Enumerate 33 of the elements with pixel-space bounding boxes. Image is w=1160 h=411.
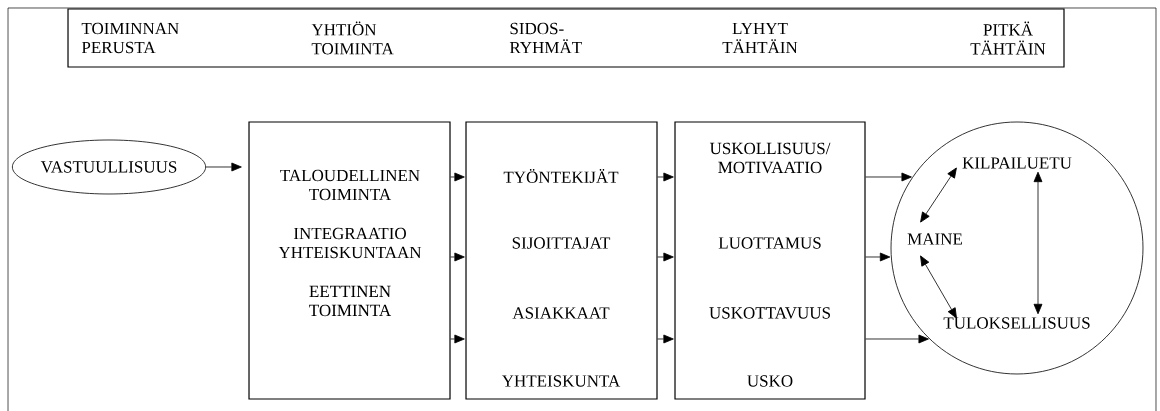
- box-label: USKOTTAVUUS: [709, 307, 830, 319]
- box-label: TYÖNTEKIJÄT: [503, 169, 619, 183]
- arrow: [865, 172, 912, 182]
- outcome-label: TULOKSELLISUUS: [943, 317, 1090, 329]
- box-label: ASIAKKAAT: [512, 307, 610, 319]
- arrow: [1033, 171, 1043, 315]
- box-label: LUOTTAMUS: [718, 237, 821, 249]
- box-label: LYHYT TÄHTÄIN: [722, 22, 798, 54]
- arrow: [657, 252, 674, 262]
- arrow: [657, 172, 674, 182]
- box-label: SIJOITTAJAT: [512, 237, 611, 249]
- arrow: [865, 334, 929, 344]
- box-label: TALOUDELLINEN TOIMINTA: [280, 169, 420, 201]
- box-label: SIDOS- RYHMÄT: [509, 22, 582, 54]
- outcome-label: KILPAILUETU: [962, 157, 1072, 169]
- box-label: USKO: [747, 375, 793, 387]
- arrow: [450, 172, 465, 182]
- box-label: TOIMINNAN PERUSTA: [81, 22, 179, 54]
- box-label: PITKÄ TÄHTÄIN: [970, 21, 1046, 55]
- outcome-label: MAINE: [907, 233, 962, 245]
- box-label: INTEGRAATIO YHTEISKUNTAAN: [278, 227, 422, 259]
- arrow: [205, 162, 242, 172]
- arrow: [450, 252, 465, 262]
- box-label: YHTIÖN TOIMINTA: [311, 21, 394, 55]
- box-label: YHTEISKUNTA: [501, 375, 621, 387]
- outcome-circle: [890, 121, 1144, 375]
- arrow: [657, 334, 674, 344]
- arrow: [450, 334, 465, 344]
- box-label: EETTINEN TOIMINTA: [309, 285, 392, 317]
- arrow: [920, 167, 957, 223]
- arrow: [865, 252, 891, 262]
- box-label: USKOLLISUUS/ MOTIVAATIO: [709, 142, 831, 174]
- arrow: [920, 255, 957, 319]
